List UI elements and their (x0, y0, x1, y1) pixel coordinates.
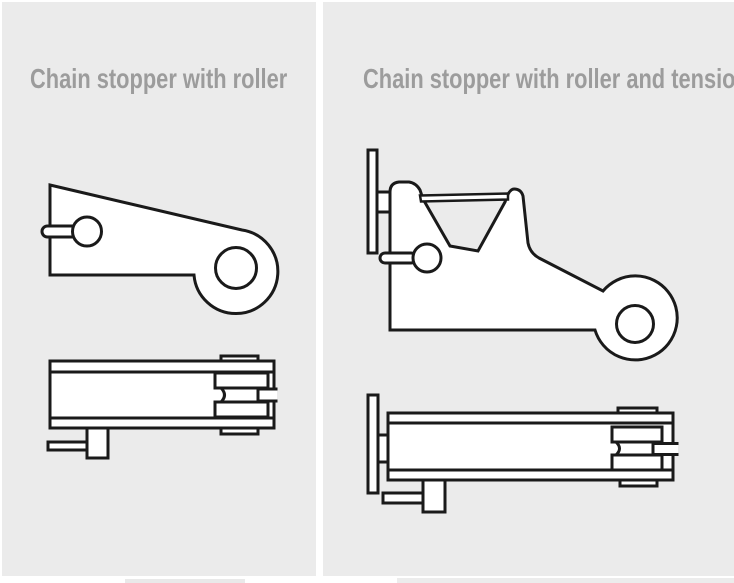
release-pin-bar (46, 440, 89, 452)
roller-axle-hole (214, 246, 258, 290)
axle-slot (653, 444, 678, 454)
cropped-content-edge-left (125, 579, 245, 583)
release-pin-bar (381, 491, 425, 505)
roller-lower-half (213, 400, 270, 419)
left-stopper-top-view (46, 354, 278, 460)
roller-upper-half (213, 371, 270, 390)
pin-head (71, 215, 103, 248)
left-stopper-side-view (40, 183, 280, 315)
release-pin-block (421, 478, 447, 514)
release-pin (378, 251, 418, 265)
right-stopper-top-view (366, 393, 679, 514)
roller-upper-half (610, 425, 664, 444)
right-stopper-side-view (366, 148, 679, 362)
roller-lower-half (610, 453, 664, 472)
roller-axle-hole (615, 304, 655, 344)
tensioner-rod (418, 192, 510, 203)
cropped-content-edge-right (397, 578, 734, 583)
release-pin-block (85, 426, 110, 460)
panel-right-title: Chain stopper with roller and tensioner (363, 63, 734, 94)
mounting-plate-tab (375, 190, 392, 214)
axle-slot (258, 390, 277, 400)
stopper-body-outline (388, 180, 679, 362)
pin-head (411, 242, 443, 274)
panel-left-title: Chain stopper with roller (30, 63, 288, 94)
